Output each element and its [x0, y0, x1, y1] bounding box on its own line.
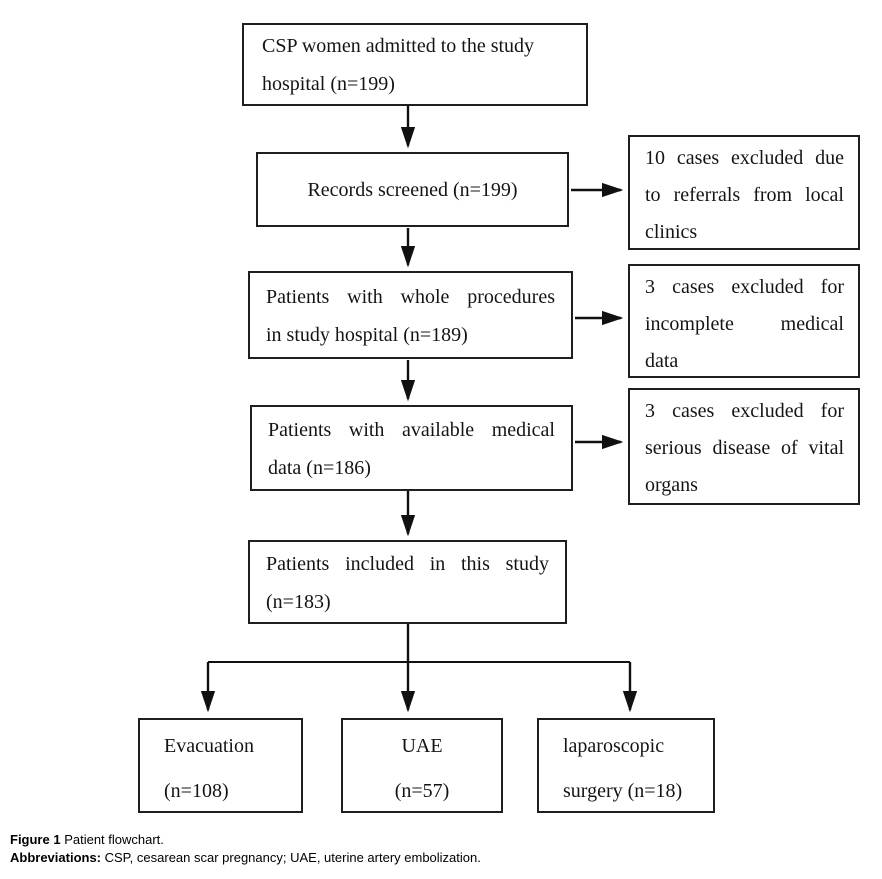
- outcome-box-uae: UAE (n=57): [341, 718, 503, 813]
- exclusion-box-serious-disease-line-2: serious disease of vital: [645, 437, 844, 459]
- flow-box-available-data-line-2: data (n=186): [268, 457, 371, 479]
- outcome-box-evacuation-line-1: Evacuation: [164, 735, 254, 757]
- exclusion-box-serious-disease-line-3: organs: [645, 474, 698, 496]
- flow-box-whole-procedures-line-1: Patients with whole procedures: [266, 286, 555, 308]
- outcome-box-uae-line-2: (n=57): [394, 780, 450, 802]
- flow-box-included-line-1: Patients included in this study: [266, 553, 549, 575]
- exclusion-box-referrals-line-3: clinics: [645, 221, 698, 243]
- flow-box-whole-procedures-line-2: in study hospital (n=189): [266, 324, 468, 346]
- abbreviations-label: Abbreviations:: [10, 850, 102, 865]
- flow-box-admitted: CSP women admitted to the study hospital…: [242, 23, 588, 106]
- exclusion-box-incomplete-data-line-3: data: [645, 350, 679, 372]
- outcome-box-laparoscopic-line-1: laparoscopic: [563, 735, 665, 757]
- outcome-box-laparoscopic-line-2: surgery (n=18): [563, 780, 683, 802]
- flow-box-available-data-line-1: Patients with available medical: [268, 419, 555, 441]
- outcome-box-evacuation-line-2: (n=108): [164, 780, 229, 802]
- flow-box-admitted-line-2: hospital (n=199): [262, 73, 395, 95]
- figure-title-text: Patient flowchart.: [60, 832, 164, 847]
- exclusion-box-incomplete-data-line-2: incomplete medical: [645, 313, 844, 335]
- outcome-box-uae-line-1: UAE: [401, 735, 443, 757]
- flow-box-available-data: Patients with available medical data (n=…: [250, 405, 573, 491]
- exclusion-box-referrals-line-2: to referrals from local: [645, 184, 844, 206]
- exclusion-box-incomplete-data-line-1: 3 cases excluded for: [645, 276, 844, 298]
- flow-box-whole-procedures: Patients with whole procedures in study …: [248, 271, 573, 359]
- figure-caption-title: Figure 1 Patient flowchart.: [10, 831, 870, 849]
- flow-box-admitted-line-1: CSP women admitted to the study: [262, 35, 535, 57]
- exclusion-box-serious-disease: 3 cases excluded for serious disease of …: [628, 388, 860, 505]
- outcome-box-evacuation: Evacuation (n=108): [138, 718, 303, 813]
- exclusion-box-serious-disease-line-1: 3 cases excluded for: [645, 400, 844, 422]
- flow-box-screened-line-1: Records screened (n=199): [307, 178, 518, 201]
- exclusion-box-referrals-line-1: 10 cases excluded due: [645, 147, 844, 169]
- exclusion-box-referrals: 10 cases excluded due to referrals from …: [628, 135, 860, 250]
- outcome-box-laparoscopic: laparoscopic surgery (n=18): [537, 718, 715, 813]
- exclusion-box-incomplete-data: 3 cases excluded for incomplete medical …: [628, 264, 860, 378]
- flow-box-included-line-2: (n=183): [266, 591, 331, 613]
- figure-caption-abbreviations: Abbreviations: CSP, cesarean scar pregna…: [10, 849, 870, 867]
- flow-box-included: Patients included in this study (n=183): [248, 540, 567, 624]
- abbreviations-text: CSP, cesarean scar pregnancy; UAE, uteri…: [101, 850, 481, 865]
- flow-box-screened: Records screened (n=199): [256, 152, 569, 227]
- figure-label: Figure 1: [10, 832, 61, 847]
- figure-caption: Figure 1 Patient flowchart. Abbreviation…: [10, 831, 870, 867]
